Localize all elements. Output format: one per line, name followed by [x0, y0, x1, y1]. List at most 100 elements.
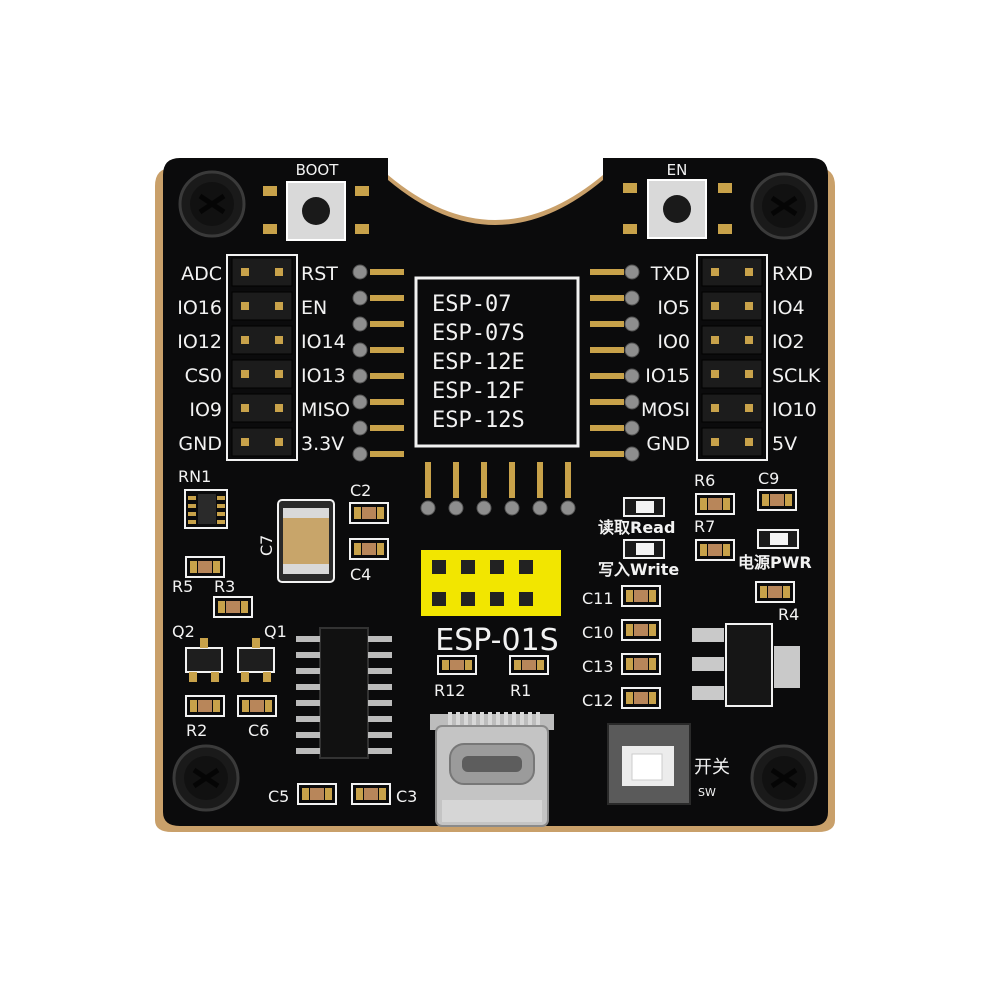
- spring-pin: [624, 420, 640, 436]
- pin-label: IO4: [772, 297, 805, 319]
- spring-pin: [448, 500, 464, 516]
- pin-label: IO5: [657, 297, 690, 319]
- ref-r2: R2: [186, 721, 207, 740]
- spring-pin: [560, 500, 576, 516]
- pin-header-right: [696, 254, 768, 461]
- pin-pair[interactable]: [231, 393, 293, 423]
- ref-c12: C12: [582, 691, 614, 710]
- gold-lead: [590, 295, 624, 301]
- spring-pin: [476, 500, 492, 516]
- spring-pin: [352, 264, 368, 280]
- ref-rn1: RN1: [178, 467, 211, 486]
- gold-lead: [590, 347, 624, 353]
- ref-r5: R5: [172, 577, 193, 596]
- pin-pair[interactable]: [701, 393, 763, 423]
- usb-c-connector[interactable]: [430, 712, 554, 827]
- pin-label: IO15: [645, 365, 690, 387]
- gold-lead: [481, 462, 487, 498]
- pin-pair[interactable]: [231, 359, 293, 389]
- write-led: [623, 539, 665, 559]
- c7-capacitor: [277, 499, 335, 583]
- gold-lead: [370, 451, 404, 457]
- ref-r3: R3: [214, 577, 235, 596]
- ref-q1: Q1: [264, 622, 287, 641]
- spring-pin: [352, 446, 368, 462]
- module-name: ESP-07: [432, 292, 511, 317]
- ref-c13: C13: [582, 657, 614, 676]
- smd-component: [621, 619, 661, 641]
- gold-lead: [590, 321, 624, 327]
- pin-pair[interactable]: [231, 325, 293, 355]
- spring-pin: [624, 446, 640, 462]
- switch-label-cn: 开关: [694, 757, 730, 778]
- gold-lead: [590, 399, 624, 405]
- mounting-hole-bottom-left: [172, 744, 240, 812]
- pin-label: IO12: [177, 331, 222, 353]
- mounting-hole-top-left: [178, 170, 246, 238]
- ref-c4: C4: [350, 565, 371, 584]
- ref-c5: C5: [268, 787, 289, 806]
- smd-component: [621, 687, 661, 709]
- smd-component: [351, 783, 391, 805]
- pin-label: 3.3V: [301, 433, 344, 455]
- smd-component: [755, 581, 795, 603]
- smd-component: [695, 493, 735, 515]
- ref-c11: C11: [582, 589, 614, 608]
- pin-pair[interactable]: [231, 291, 293, 321]
- pin-pair[interactable]: [701, 359, 763, 389]
- ref-c7: C7: [257, 535, 276, 556]
- gold-lead: [425, 462, 431, 498]
- en-button[interactable]: [623, 179, 732, 239]
- pin-label: IO9: [189, 399, 222, 421]
- spring-pin: [624, 368, 640, 384]
- pin-label: ADC: [181, 263, 222, 285]
- spring-pin: [624, 342, 640, 358]
- power-switch[interactable]: [607, 723, 691, 805]
- boot-button[interactable]: [260, 181, 370, 241]
- pin-pair[interactable]: [701, 291, 763, 321]
- gold-lead: [370, 321, 404, 327]
- gold-lead: [565, 462, 571, 498]
- pin-label: RXD: [772, 263, 813, 285]
- gold-lead: [370, 399, 404, 405]
- spring-pin: [352, 290, 368, 306]
- switch-label-en: SW: [698, 786, 716, 799]
- module-name: ESP-12E: [432, 350, 525, 375]
- module-name: ESP-12S: [432, 408, 525, 433]
- smd-component: [213, 596, 253, 618]
- spring-pin: [352, 368, 368, 384]
- ref-r4: R4: [778, 605, 799, 624]
- pin-pair[interactable]: [231, 257, 293, 287]
- pin-label: IO2: [772, 331, 805, 353]
- pin-label: IO16: [177, 297, 222, 319]
- pin-pair[interactable]: [701, 257, 763, 287]
- spring-pin: [624, 264, 640, 280]
- pin-pair[interactable]: [701, 325, 763, 355]
- smd-component: [297, 783, 337, 805]
- pin-label: MOSI: [641, 399, 690, 421]
- gold-lead: [537, 462, 543, 498]
- mounting-hole-top-right: [750, 172, 818, 240]
- read-led-label: 读取Read: [598, 518, 675, 537]
- smd-component: [185, 695, 225, 717]
- smd-passives: [185, 489, 797, 805]
- esp01s-socket: [421, 550, 561, 616]
- ref-r7: R7: [694, 517, 715, 536]
- pin-pair[interactable]: [701, 427, 763, 457]
- pin-pair[interactable]: [231, 427, 293, 457]
- write-led-label: 写入Write: [598, 560, 679, 579]
- pin-label: GND: [178, 433, 222, 455]
- gold-lead: [453, 462, 459, 498]
- q1-transistor: [237, 638, 275, 682]
- boot-label: BOOT: [296, 161, 340, 179]
- gold-lead: [370, 373, 404, 379]
- smd-component: [509, 655, 549, 675]
- mounting-hole-bottom-right: [750, 744, 818, 812]
- spring-pin: [352, 420, 368, 436]
- pin-label: EN: [301, 297, 327, 319]
